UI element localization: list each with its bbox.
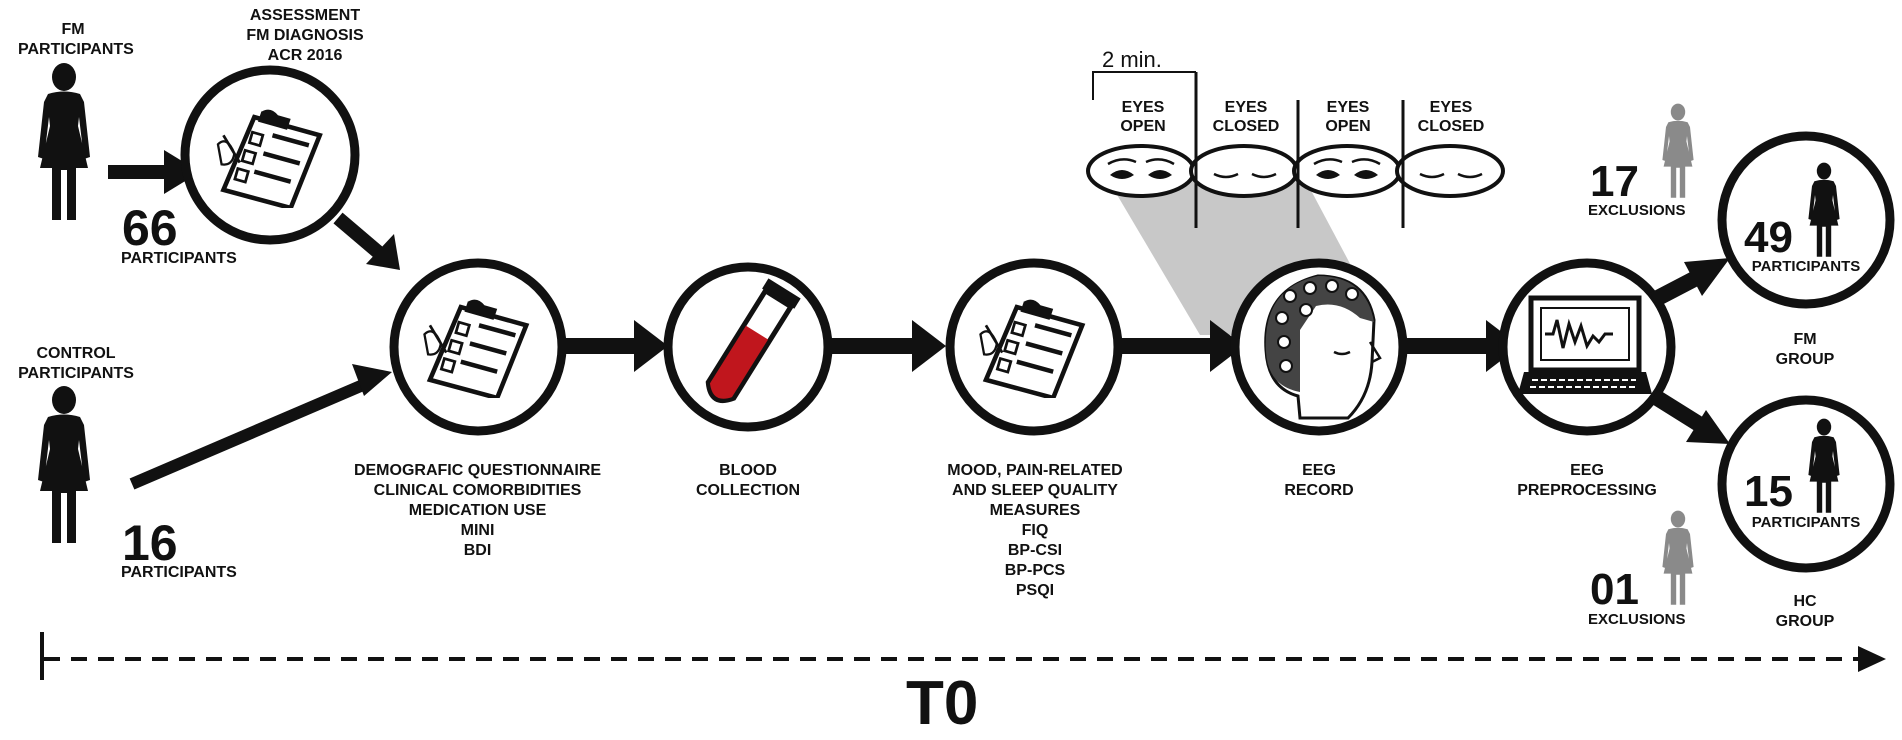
eyes-open-oval-2 bbox=[1292, 144, 1402, 198]
fm-exclusions-label: EXCLUSIONS bbox=[1588, 202, 1686, 219]
fm-participants-count: 66 bbox=[122, 200, 178, 256]
eyes-closed-oval-2 bbox=[1395, 144, 1505, 198]
arrow-control-to-questionnaire bbox=[129, 364, 392, 490]
control-participants-count-label: PARTICIPANTS bbox=[121, 564, 237, 581]
control-participants-count: 16 bbox=[122, 515, 178, 571]
timeline-arrowhead bbox=[1858, 646, 1886, 672]
fm-group-count-label: PARTICIPANTS bbox=[1751, 258, 1861, 275]
arrow-to-fm-group bbox=[1650, 258, 1730, 308]
timeline-label: T0 bbox=[906, 669, 979, 738]
duration-bracket bbox=[1092, 71, 1196, 82]
eeg-cap-head-icon bbox=[1264, 274, 1382, 420]
blood-tube-icon bbox=[705, 278, 801, 404]
arrow-to-blood bbox=[566, 320, 668, 372]
hc-exclusion-person-icon bbox=[1662, 510, 1694, 605]
eyes-open-oval-1 bbox=[1086, 144, 1196, 198]
hc-exclusions-label: EXCLUSIONS bbox=[1588, 611, 1686, 628]
arrow-to-measures bbox=[830, 320, 946, 372]
fm-group-count: 49 bbox=[1744, 213, 1793, 262]
arrow-fm-to-assessment bbox=[108, 150, 200, 194]
hc-exclusions-count: 01 bbox=[1590, 565, 1639, 614]
eyes-closed-oval-1 bbox=[1189, 144, 1299, 198]
arrow-to-eeg-record bbox=[1120, 320, 1244, 372]
arrow-to-hc-group bbox=[1649, 389, 1730, 444]
control-participant-icon bbox=[38, 386, 90, 543]
laptop-signal-icon bbox=[1518, 295, 1652, 394]
fm-exclusions-count: 17 bbox=[1590, 157, 1639, 206]
fm-participant-icon bbox=[38, 63, 90, 220]
fm-participants-count-label: PARTICIPANTS bbox=[121, 250, 237, 267]
fm-group-circle bbox=[1717, 131, 1895, 309]
phase-separators bbox=[1194, 72, 1405, 228]
duration-label: 2 min. bbox=[1102, 47, 1162, 72]
arrow-assessment-to-questionnaire bbox=[333, 212, 400, 270]
hc-group-count: 15 bbox=[1744, 467, 1793, 516]
fm-exclusion-person-icon bbox=[1662, 103, 1694, 198]
hc-group-circle bbox=[1717, 395, 1895, 573]
hc-group-count-label: PARTICIPANTS bbox=[1751, 514, 1861, 531]
